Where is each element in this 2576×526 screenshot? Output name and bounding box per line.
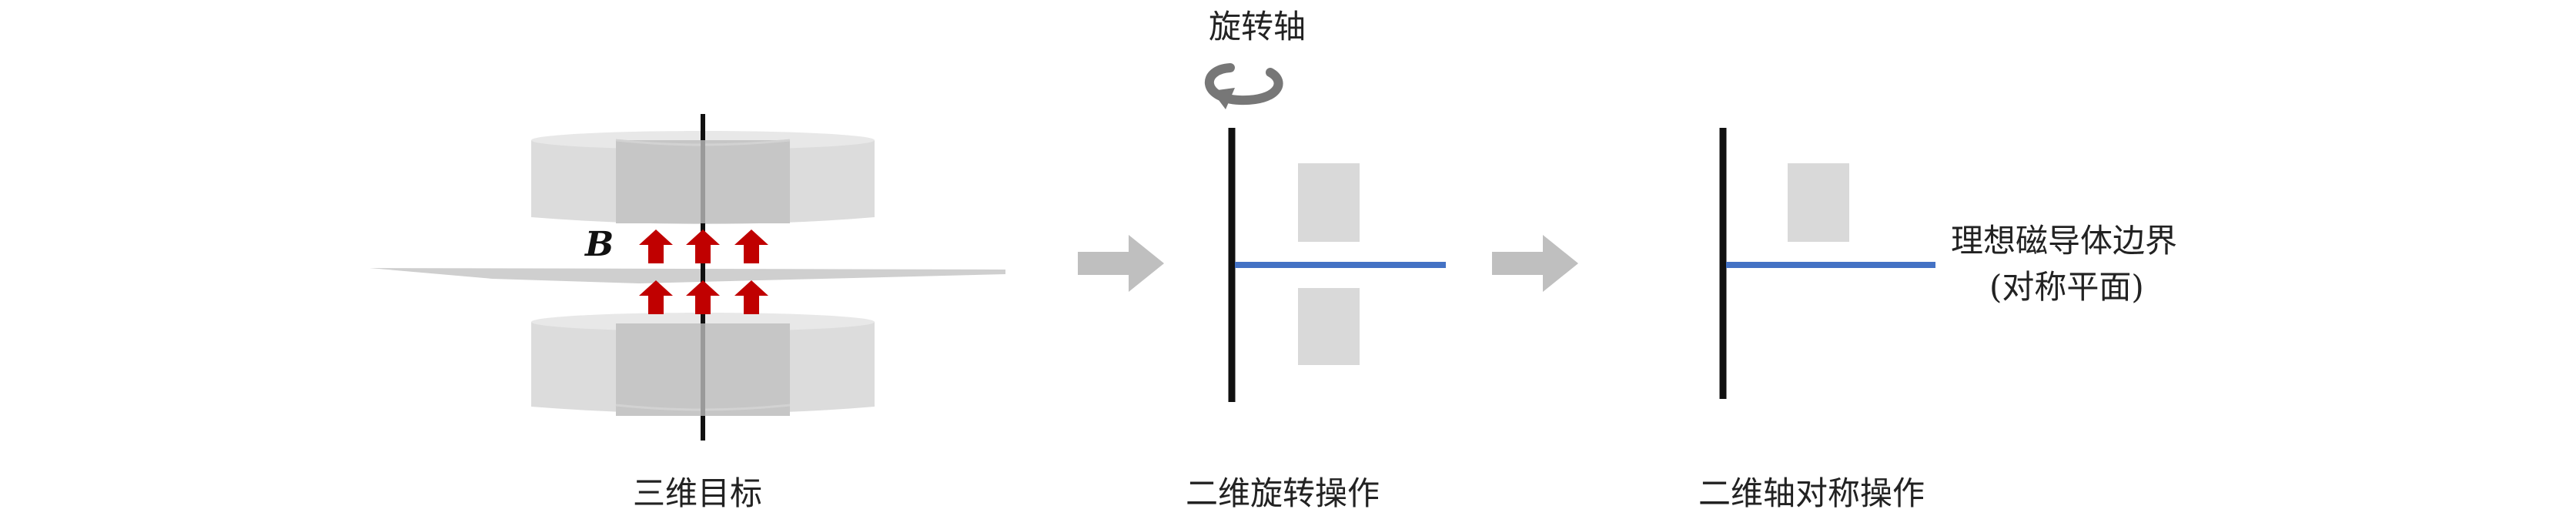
rotation-axis-label: 旋转轴 [1209,8,1306,45]
upper-block [1788,163,1849,242]
caption-2d-rotation: 二维旋转操作 [1186,474,1380,512]
caption-2d-axisymmetric: 二维轴对称操作 [1698,474,1925,512]
lower-block [1298,288,1360,365]
red-up-arrow-icon [734,280,768,314]
red-up-arrow-icon [639,280,673,314]
red-up-arrow-icon [686,280,720,314]
upper-block [1298,163,1360,242]
gray-right-arrow-icon [1078,235,1164,292]
boundary-label-line1: 理想磁导体边界 [1951,222,2178,260]
field-arrows-upper [639,229,768,263]
red-up-arrow-icon [686,229,720,263]
caption-3d-target: 三维目标 [633,474,763,512]
boundary-label-line2: (对称平面) [1989,268,2144,306]
red-up-arrow-icon [639,229,673,263]
symmetry-plate [370,268,1005,283]
red-up-arrow-icon [734,229,768,263]
panel-2d-axisymmetric [1719,128,1935,399]
panel-2d-rotation [1205,63,1446,402]
gray-right-arrow-icon [1492,235,1578,292]
field-arrows-lower [639,280,768,314]
panel-3d-target [370,114,1005,441]
magnetic-field-symbol: B [585,225,614,264]
curved-rotation-arrow-icon [1205,63,1283,109]
